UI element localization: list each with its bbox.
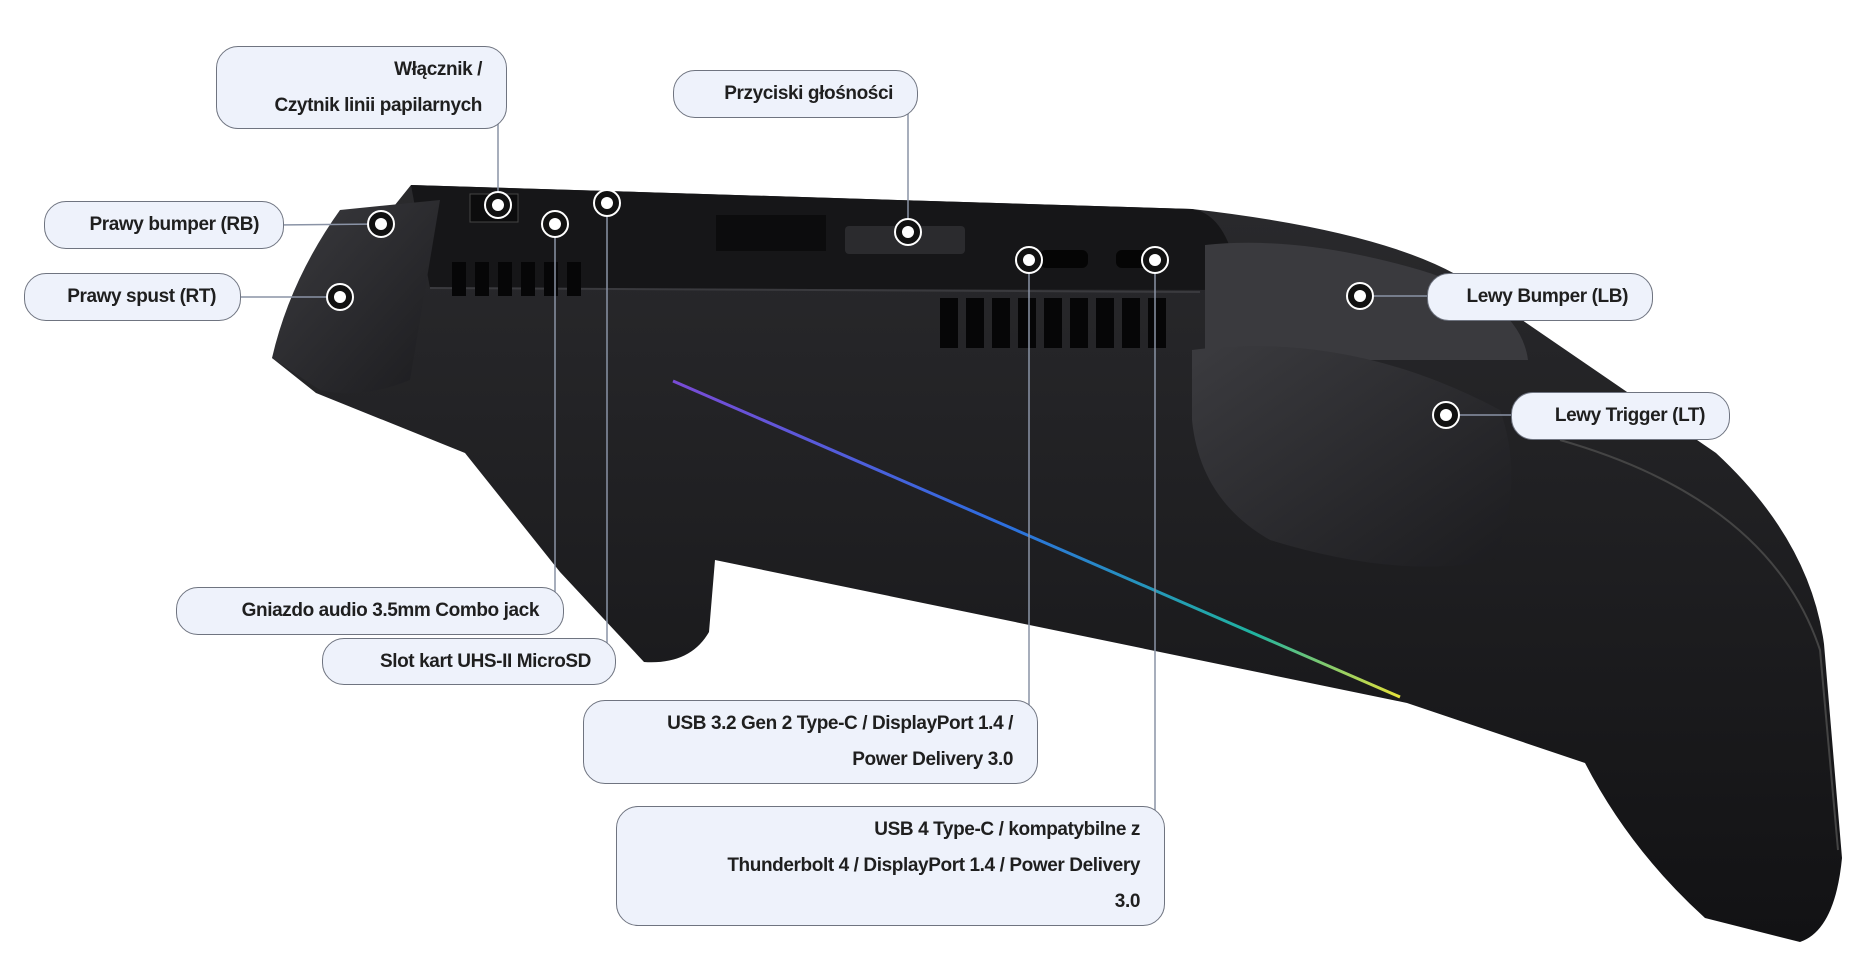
- label-line: Czytnik linii papilarnych: [274, 94, 483, 116]
- label-left-bumper: Lewy Bumper (LB): [1427, 273, 1653, 321]
- label-usb32-port: USB 3.2 Gen 2 Type-C / DisplayPort 1.4 /…: [583, 700, 1038, 784]
- lt-trigger: [1192, 346, 1512, 567]
- label-right-bumper: Prawy bumper (RB): [44, 201, 284, 249]
- label-line: Włącznik /: [394, 58, 482, 80]
- label-line: Przyciski głośności: [724, 83, 893, 104]
- label-line: Prawy bumper (RB): [89, 214, 259, 235]
- label-line: USB 3.2 Gen 2 Type-C / DisplayPort 1.4 /: [667, 713, 1013, 734]
- label-usb4-port: USB 4 Type-C / kompatybilne z Thunderbol…: [616, 806, 1165, 926]
- label-microsd-slot: Slot kart UHS-II MicroSD: [322, 638, 616, 685]
- label-line: Lewy Bumper (LB): [1466, 286, 1629, 307]
- label-right-trigger: Prawy spust (RT): [24, 273, 241, 321]
- label-line: Thunderbolt 4 / DisplayPort 1.4 / Power …: [727, 855, 1140, 876]
- label-line: Gniazdo audio 3.5mm Combo jack: [241, 600, 540, 621]
- right-grip-highlight: [1559, 439, 1839, 851]
- label-line: 3.0: [1114, 891, 1141, 912]
- label-line: Prawy spust (RT): [67, 286, 216, 307]
- leader-lines: [235, 69, 1514, 830]
- rb-trigger: [272, 200, 440, 394]
- label-left-trigger: Lewy Trigger (LT): [1511, 392, 1730, 440]
- rgb-light-strip: [672, 379, 1401, 699]
- label-audio-jack: Gniazdo audio 3.5mm Combo jack: [176, 587, 564, 635]
- label-line: Power Delivery 3.0: [852, 749, 1013, 770]
- label-power-fingerprint: Włącznik / Czytnik linii papilarnych: [216, 46, 507, 129]
- label-line: Slot kart UHS-II MicroSD: [379, 650, 591, 672]
- label-volume-buttons: Przyciski głośności: [673, 70, 918, 118]
- usb-port-1: [1040, 250, 1088, 268]
- label-line: Lewy Trigger (LT): [1554, 405, 1706, 426]
- label-line: USB 4 Type-C / kompatybilne z: [874, 819, 1140, 840]
- device-body: [272, 185, 1842, 942]
